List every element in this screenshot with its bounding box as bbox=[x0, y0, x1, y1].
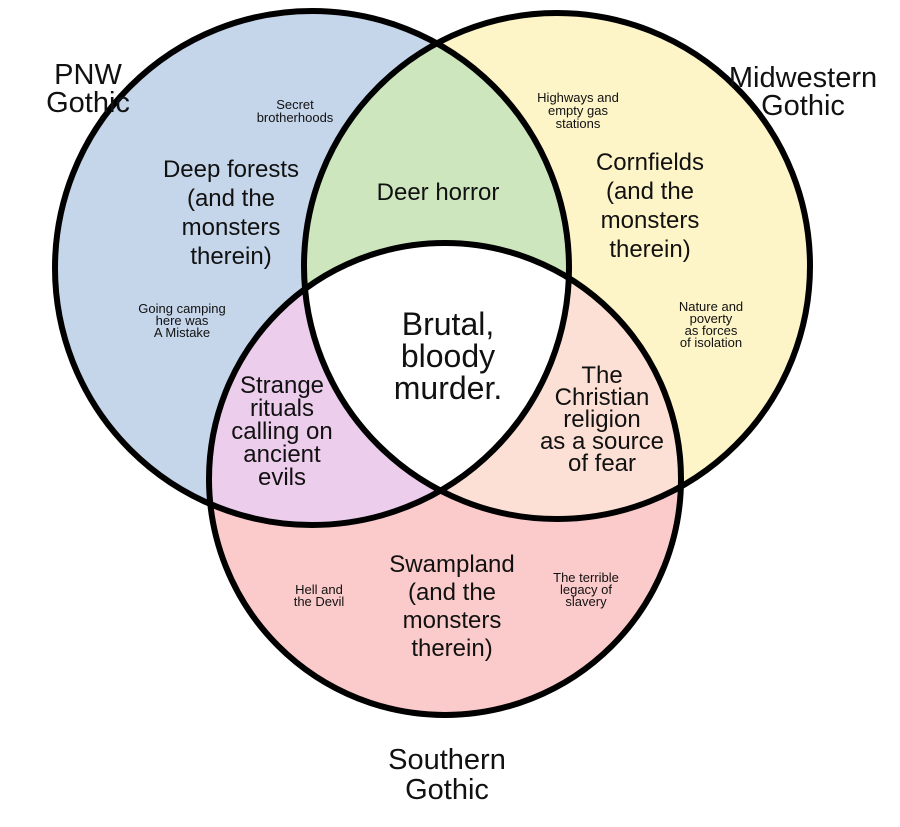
pnw-circle-outline bbox=[52, 8, 572, 528]
pnw-midwest-text: Deer horror bbox=[377, 179, 500, 206]
midwest-circle-outline bbox=[301, 10, 813, 522]
south-circle-outline bbox=[206, 240, 684, 718]
